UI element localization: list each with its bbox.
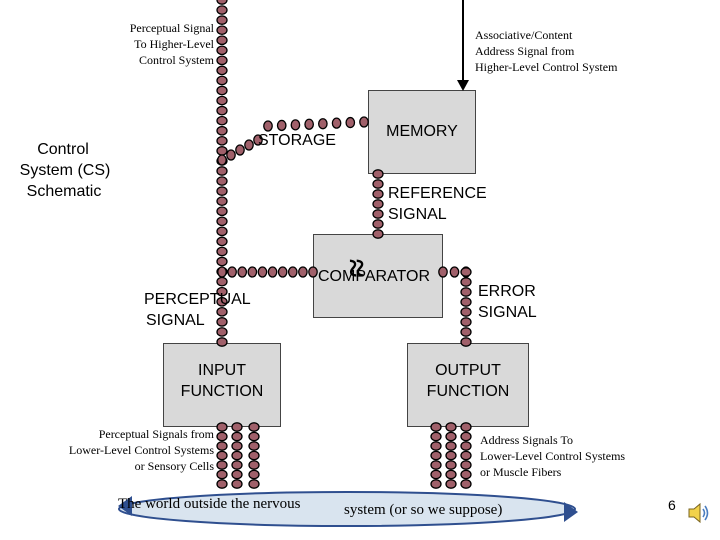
perceptual-signal-label-1: PERCEPTUAL xyxy=(144,291,251,308)
input-function-label-2: FUNCTION xyxy=(180,383,264,400)
reference-signal-label-1: REFERENCE xyxy=(388,185,487,202)
speaker-icon[interactable] xyxy=(686,500,712,526)
comparator-symbol: ≈ xyxy=(339,258,376,278)
input-function-label-1: INPUT xyxy=(198,362,246,379)
top-left-note-line: To Higher-Level xyxy=(134,37,214,51)
environment-text-right: system (or so we suppose) xyxy=(344,502,503,518)
storage-label: STORAGE xyxy=(258,132,336,149)
page-number: 6 xyxy=(668,497,676,513)
comparator-label: COMPARATOR xyxy=(318,268,431,285)
memory-box: MEMORY xyxy=(368,90,476,174)
reference-signal-label-2: SIGNAL xyxy=(388,206,447,223)
bottom-left-note-line: Perceptual Signals from xyxy=(98,427,214,441)
slide-title-line-3: Schematic xyxy=(26,183,102,200)
bottom-left-note: Perceptual Signals from Lower-Level Cont… xyxy=(30,426,214,474)
environment-text-left: The world outside the nervous xyxy=(118,496,301,512)
error-signal-label-2: SIGNAL xyxy=(478,304,537,321)
bottom-left-note-line: Lower-Level Control Systems xyxy=(68,443,214,457)
bottom-right-note-line: Address Signals To xyxy=(480,433,573,447)
top-right-note-line: Higher-Level Control System xyxy=(475,60,618,74)
bottom-right-note-line: Lower-Level Control Systems xyxy=(480,449,626,463)
error-signal-label-1: ERROR xyxy=(478,283,536,300)
memory-label: MEMORY xyxy=(386,123,458,140)
top-left-note-line: Control System xyxy=(138,53,214,67)
slide-title-line-2: System (CS) xyxy=(19,162,111,179)
slide-title-line-1: Control xyxy=(37,141,89,158)
bottom-right-note: Address Signals To Lower-Level Control S… xyxy=(480,432,670,480)
output-function-label-2: FUNCTION xyxy=(426,383,510,400)
top-right-note-line: Address Signal from xyxy=(475,44,575,58)
top-left-note: Perceptual Signal To Higher-Level Contro… xyxy=(100,20,214,68)
top-right-note: Associative/Content Address Signal from … xyxy=(475,27,675,75)
perceptual-signal-label-2: SIGNAL xyxy=(146,312,205,329)
speaker-icon-glyph xyxy=(688,502,709,524)
top-left-note-line: Perceptual Signal xyxy=(129,21,214,35)
top-right-note-line: Associative/Content xyxy=(475,28,573,42)
output-function-label-1: OUTPUT xyxy=(435,362,501,379)
bottom-right-note-line: or Muscle Fibers xyxy=(480,465,562,479)
bottom-left-note-line: or Sensory Cells xyxy=(134,459,214,473)
